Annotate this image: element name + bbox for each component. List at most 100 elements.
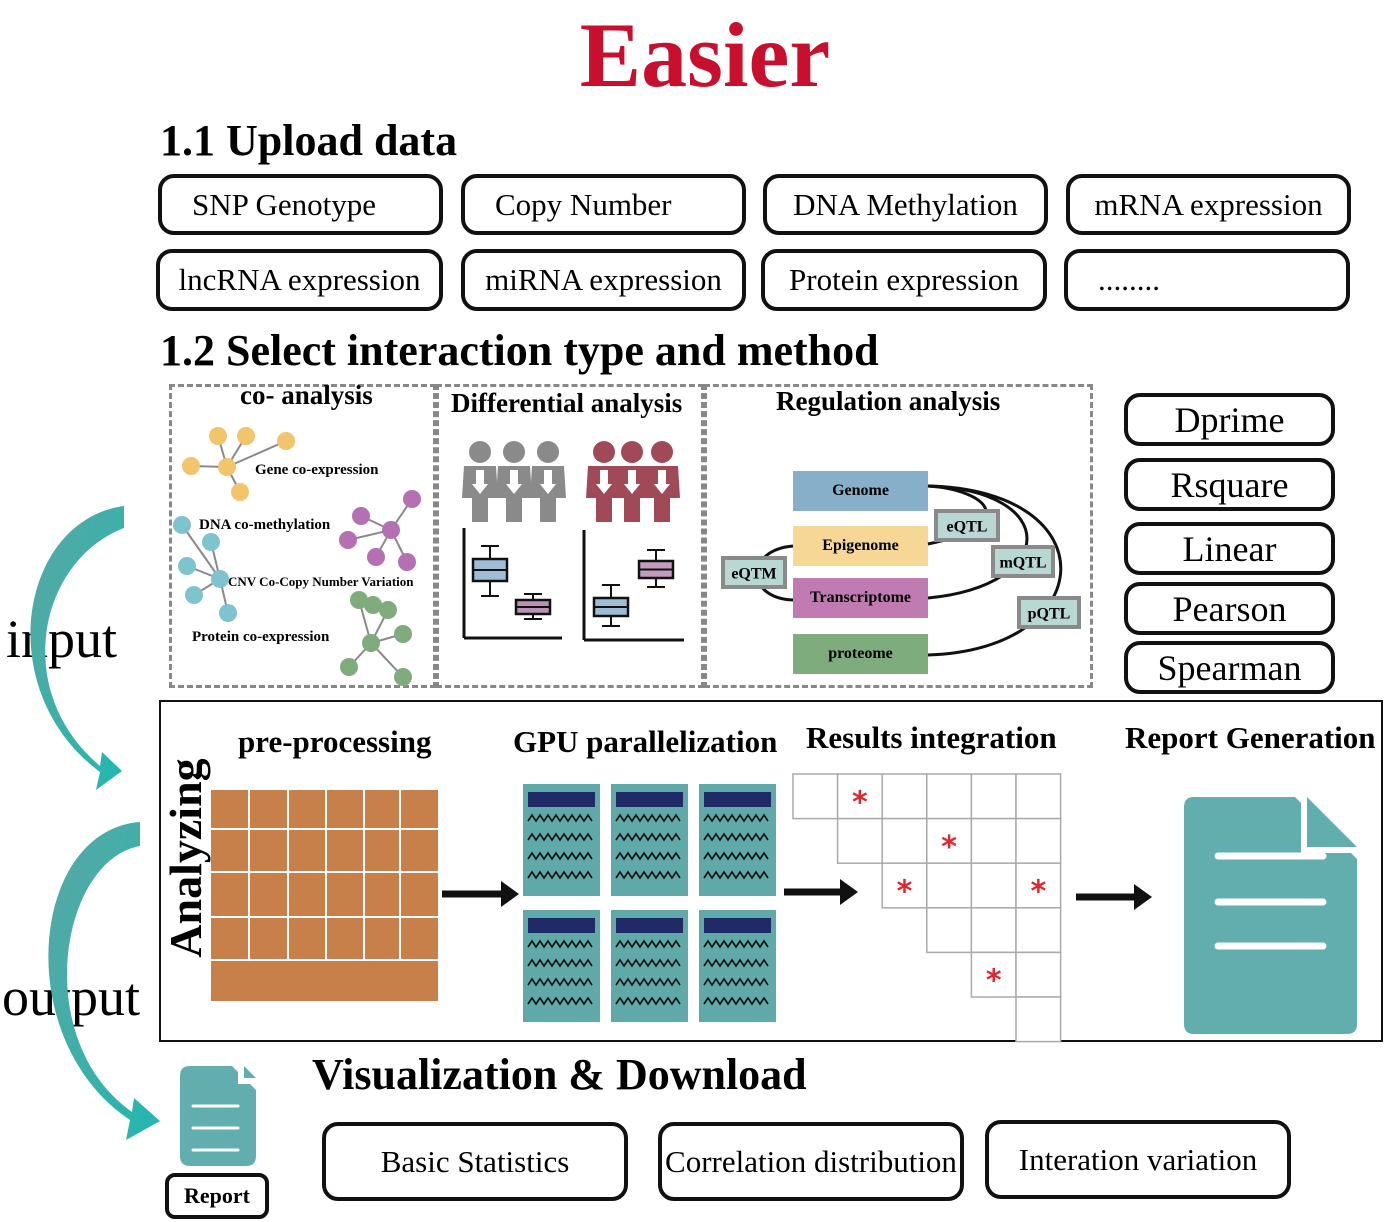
regulation-analysis-panel — [704, 384, 1093, 688]
result-cell — [1015, 773, 1062, 820]
upload-mirna-expression[interactable]: miRNA expression — [461, 249, 746, 311]
protein-coexpression-label: Protein co-expression — [192, 629, 330, 645]
input-label: input — [6, 609, 118, 669]
cnv-network-edge — [181, 524, 221, 580]
gpu-wave — [527, 977, 593, 987]
preprocessing-matrix — [211, 790, 438, 1001]
result-cell — [1015, 951, 1062, 998]
protein-coexpression-network-node — [394, 625, 412, 643]
gpu-block-header — [528, 918, 595, 933]
gene-coexpression-network-edge — [226, 440, 287, 468]
gene-coexpression-label: Gene co-expression — [255, 462, 379, 478]
cnv-network-node — [211, 570, 229, 588]
gpu-wave — [615, 939, 681, 949]
upload-snp-genotype[interactable]: SNP Genotype — [158, 174, 443, 235]
pqtl-box — [1017, 596, 1081, 629]
method-pearson[interactable]: Pearson — [1124, 582, 1335, 635]
result-cell — [926, 907, 973, 954]
method-dprime[interactable]: Dprime — [1124, 393, 1335, 446]
gpu-wave — [703, 977, 769, 987]
gpu-wave — [615, 813, 681, 823]
red-person-head — [621, 441, 643, 463]
gene-coexpression-network-node — [231, 483, 249, 501]
cnv-network-node — [173, 516, 191, 534]
method-rsquare[interactable]: Rsquare — [1124, 458, 1335, 511]
red-person-head — [593, 441, 615, 463]
upload-mrna-expression[interactable]: mRNA expression — [1066, 174, 1351, 235]
gpu-wave — [703, 870, 769, 880]
gpu-block-header — [616, 792, 683, 807]
eqtl-box — [934, 509, 1000, 542]
result-cell — [926, 773, 973, 820]
result-cell — [1015, 996, 1062, 1043]
gpu-wave — [527, 939, 593, 949]
gene-coexpression-network-node — [277, 432, 295, 450]
gpu-block-header — [616, 918, 683, 933]
upload-protein-expression[interactable]: Protein expression — [761, 249, 1047, 311]
red-person-arrow — [624, 470, 640, 494]
gpu-block-header — [704, 918, 771, 933]
result-cell — [1015, 907, 1062, 954]
result-cell — [970, 773, 1017, 820]
cnv-network-node — [178, 557, 196, 575]
eqtl-label: eQTL — [947, 519, 988, 536]
gene-coexpression-network-node — [237, 427, 255, 445]
gpu-wave — [615, 832, 681, 842]
significant-star: * — [1030, 875, 1046, 910]
gray-person-arrow — [540, 470, 556, 494]
gpu-wave — [527, 851, 593, 861]
upload-dna-methylation[interactable]: DNA Methylation — [763, 174, 1048, 235]
arrow-to-results-head — [840, 879, 858, 905]
gpu-wave — [703, 958, 769, 968]
result-cell — [970, 862, 1017, 909]
gray-person-arrow — [472, 470, 488, 494]
viz-basic-statistics[interactable]: Basic Statistics — [322, 1122, 628, 1201]
result-cell — [881, 773, 928, 820]
regulation-analysis-title: Regulation analysis — [776, 386, 1001, 416]
protein-coexpression-network-node — [394, 668, 412, 686]
report-generation-document-fold — [1307, 797, 1357, 847]
eqtm-box — [721, 556, 787, 589]
result-cell — [970, 907, 1017, 954]
method-linear[interactable]: Linear — [1124, 522, 1335, 575]
protein-coexpression-network-node — [379, 601, 397, 619]
upload-more[interactable]: ........ — [1064, 249, 1350, 311]
pqtl-label: pQTL — [1028, 606, 1071, 623]
protein-coexpression-network-node — [362, 634, 380, 652]
protein-coexpression-network-node — [350, 591, 368, 609]
gene-coexpression-network-node — [218, 458, 236, 476]
arrow-to-gpu-head — [501, 881, 519, 907]
gpu-wave — [703, 851, 769, 861]
dna-comethylation-network-node — [367, 548, 385, 566]
input-arrow — [30, 506, 124, 790]
stage-results-integration: Results integration — [806, 720, 1057, 755]
result-cell — [836, 773, 883, 820]
gene-coexpression-network-node — [209, 427, 227, 445]
result-cell — [926, 862, 973, 909]
dna-comethylation-network-node — [398, 553, 416, 571]
output-arrow — [48, 822, 160, 1140]
significant-star: * — [897, 875, 913, 910]
method-spearman[interactable]: Spearman — [1124, 641, 1335, 694]
omic-epigenome: Epigenome — [793, 526, 928, 566]
co-analysis-title: co- analysis — [240, 380, 373, 410]
dna-comethylation-network-node — [403, 490, 421, 508]
upload-copy-number[interactable]: Copy Number — [461, 174, 746, 235]
upload-lncrna-expression[interactable]: lncRNA expression — [156, 249, 443, 311]
viz-correlation-distribution[interactable]: Correlation distribution — [658, 1122, 964, 1201]
report-icon-page — [180, 1066, 256, 1166]
gpu-block-header — [704, 792, 771, 807]
differential-analysis-title: Differential analysis — [451, 388, 683, 418]
gpu-wave — [615, 996, 681, 1006]
genome-proteome-link — [927, 484, 1063, 657]
gpu-wave — [527, 870, 593, 880]
visualization-heading: Visualization & Download — [312, 1050, 807, 1099]
significant-star: * — [941, 830, 957, 865]
viz-interation-variation[interactable]: Interation variation — [985, 1120, 1291, 1199]
omic-genome: Genome — [793, 471, 928, 511]
result-cell — [881, 817, 928, 864]
upload-heading: 1.1 Upload data — [160, 116, 458, 165]
arrow-to-report-head — [1134, 884, 1152, 910]
report-button[interactable]: Report — [165, 1173, 269, 1219]
dna-comethylation-network-node — [339, 531, 357, 549]
